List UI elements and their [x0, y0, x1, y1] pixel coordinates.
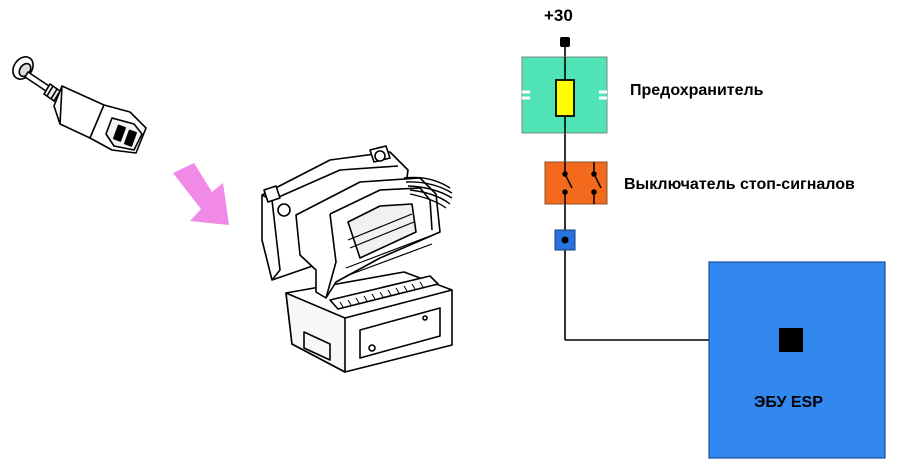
- ecu-terminal: [779, 328, 803, 352]
- ecu-label: ЭБУ ESP: [754, 394, 823, 411]
- direction-arrow-icon: [173, 163, 229, 225]
- brake-switch-box: [544, 161, 608, 205]
- ecu-esp-block: [708, 261, 886, 459]
- supply-terminal: [560, 37, 570, 47]
- supply-label: +30: [544, 6, 573, 25]
- fuse-label: Предохранитель: [630, 82, 764, 99]
- switch-label: Выключатель стоп-сигналов: [624, 176, 855, 193]
- fuse-element: [555, 79, 575, 117]
- fuse-box: [521, 56, 608, 134]
- brake-light-switch-icon: [12, 56, 147, 154]
- connector-pin: [554, 229, 576, 251]
- connector-block-icon: [261, 145, 453, 373]
